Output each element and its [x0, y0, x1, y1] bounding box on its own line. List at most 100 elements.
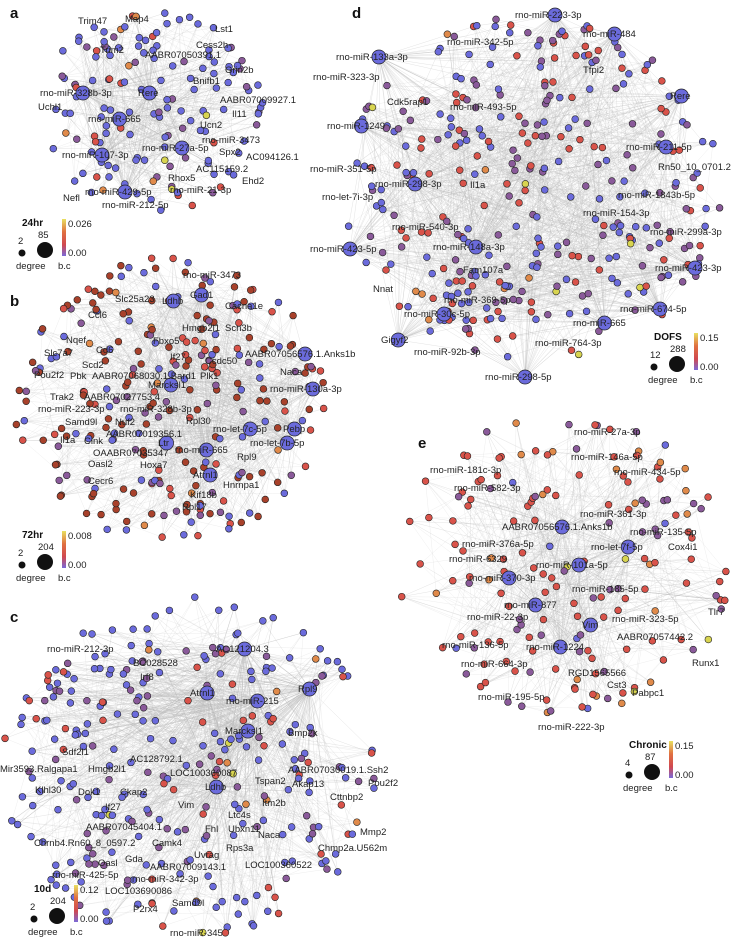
network-node[interactable] [177, 107, 185, 115]
network-node[interactable] [152, 28, 161, 37]
edge [87, 688, 310, 725]
edge [385, 88, 590, 271]
edge [120, 127, 158, 178]
network-node[interactable] [188, 201, 197, 210]
network-node[interactable] [178, 124, 187, 133]
edge [207, 403, 251, 430]
edge [67, 305, 115, 434]
edge [131, 692, 208, 822]
network-node[interactable] [125, 62, 133, 70]
network-node[interactable] [163, 19, 171, 28]
edge [26, 697, 258, 702]
edge [94, 404, 221, 513]
network-node[interactable] [62, 129, 70, 137]
network-node[interactable] [163, 104, 172, 112]
network-node[interactable] [161, 9, 169, 17]
network-node[interactable] [175, 15, 184, 24]
edge [109, 291, 288, 444]
edge [451, 236, 462, 297]
network-node[interactable] [100, 104, 108, 112]
edge [82, 92, 154, 182]
edge [129, 92, 150, 135]
network-node[interactable] [88, 76, 97, 85]
edge [102, 720, 162, 864]
network-node[interactable] [74, 37, 83, 45]
network-node[interactable] [163, 96, 171, 104]
edge [124, 23, 199, 193]
network-node[interactable] [204, 156, 213, 165]
edge [170, 384, 177, 512]
network-node[interactable] [224, 78, 232, 87]
network-node[interactable] [254, 110, 263, 118]
network-node[interactable] [194, 20, 202, 28]
network-node[interactable] [141, 36, 150, 45]
edge [137, 804, 247, 905]
network-node[interactable] [70, 177, 79, 185]
network-node[interactable] [186, 117, 195, 125]
edge [163, 648, 245, 784]
edge [167, 135, 229, 172]
network-node[interactable] [106, 106, 115, 114]
network-node[interactable] [132, 156, 140, 164]
edge [94, 714, 136, 865]
edge [382, 209, 416, 292]
network-node[interactable] [166, 162, 174, 171]
network-node[interactable] [59, 47, 67, 55]
edge [39, 368, 115, 434]
network-node[interactable] [140, 156, 149, 164]
edge [75, 734, 276, 898]
network-node[interactable] [105, 173, 113, 181]
edge [124, 68, 203, 185]
edge [181, 56, 210, 149]
network-node[interactable] [199, 64, 207, 73]
network-node[interactable] [155, 108, 163, 116]
edge [109, 305, 233, 350]
network-node[interactable] [105, 75, 114, 83]
edge [185, 354, 207, 451]
network-node[interactable] [79, 169, 87, 178]
edge [126, 368, 313, 531]
edge [82, 46, 88, 94]
network-node[interactable] [219, 105, 228, 114]
edge [585, 185, 720, 208]
edge [142, 660, 277, 692]
edge [349, 248, 523, 292]
network-node[interactable] [185, 13, 194, 21]
edge [26, 649, 149, 699]
network-node[interactable] [149, 177, 157, 185]
edge [421, 128, 480, 233]
edge [257, 700, 328, 870]
edge [124, 113, 155, 193]
network-node[interactable] [134, 42, 143, 50]
network-node[interactable] [110, 33, 118, 41]
edge [124, 157, 186, 185]
edge [93, 368, 160, 494]
network-node[interactable] [102, 129, 110, 138]
network-node[interactable] [131, 58, 139, 67]
network-node[interactable] [181, 154, 190, 162]
edge [206, 692, 226, 933]
edge [203, 655, 212, 756]
network-node[interactable] [161, 133, 169, 141]
network-node[interactable] [202, 111, 211, 120]
network-node[interactable] [91, 138, 100, 146]
edge [156, 45, 229, 83]
network-node[interactable] [169, 62, 177, 70]
network-node[interactable] [49, 144, 57, 153]
edge [238, 660, 328, 915]
edge [47, 680, 234, 774]
edge [212, 820, 264, 887]
network-node[interactable] [252, 121, 261, 129]
edge [24, 420, 167, 444]
network-node[interactable] [92, 53, 100, 61]
network-node[interactable] [120, 78, 129, 86]
network-node[interactable] [93, 173, 101, 181]
network-node[interactable] [135, 34, 144, 42]
edge [247, 730, 373, 751]
network-node[interactable] [190, 85, 198, 94]
edge [54, 385, 126, 435]
edge [71, 647, 213, 692]
network-node[interactable] [111, 164, 120, 172]
edge [398, 287, 640, 341]
network-node[interactable] [100, 28, 108, 36]
